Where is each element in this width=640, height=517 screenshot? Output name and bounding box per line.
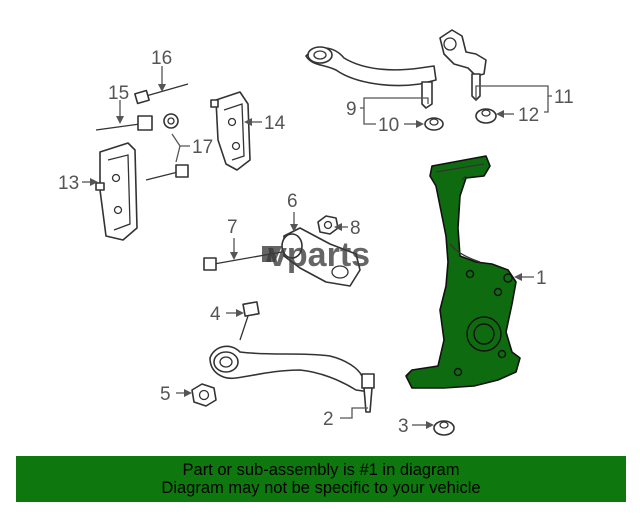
callout-12: 12 xyxy=(518,105,539,126)
part-4-bolt xyxy=(239,301,260,341)
callout-15: 15 xyxy=(108,83,129,104)
callout-6: 6 xyxy=(287,191,298,212)
part-17-bolt xyxy=(145,164,189,181)
callout-3: 3 xyxy=(398,416,409,437)
callout-13: 13 xyxy=(58,173,79,194)
part-10-nut xyxy=(424,117,444,131)
part-16-bolt xyxy=(134,83,189,105)
part-5-lower-arm xyxy=(209,345,373,393)
part-5-nut xyxy=(191,383,217,407)
watermark-logo: vparts xyxy=(262,236,370,274)
part-3-nut xyxy=(433,420,455,436)
callout-8: 8 xyxy=(350,218,361,239)
part-12-nut xyxy=(475,108,497,124)
part-1-steering-knuckle[interactable] xyxy=(405,155,521,389)
callout-14: 14 xyxy=(264,113,286,134)
callout-5: 5 xyxy=(160,384,171,405)
callout-1: 1 xyxy=(536,268,547,289)
part-9-upper-arm xyxy=(305,46,437,109)
part-8-nut xyxy=(317,215,339,235)
callout-16: 16 xyxy=(151,48,172,69)
leader-lines xyxy=(82,66,552,429)
callout-4: 4 xyxy=(210,304,221,325)
callout-9: 9 xyxy=(346,99,357,120)
callout-11: 11 xyxy=(554,87,574,108)
callout-7: 7 xyxy=(227,217,238,238)
callout-10: 10 xyxy=(378,115,399,136)
watermark-text: vparts xyxy=(268,236,370,274)
part-13-bracket xyxy=(95,142,138,241)
part-11-upper-arm xyxy=(439,29,487,101)
part-17-nut xyxy=(163,113,179,129)
part-15-bolt xyxy=(95,115,153,131)
info-banner: Part or sub-assembly is #1 in diagram Di… xyxy=(16,456,626,502)
callout-17: 17 xyxy=(192,137,213,158)
part-2-ball-joint xyxy=(361,373,375,413)
callout-2: 2 xyxy=(323,409,334,430)
banner-line-2: Diagram may not be specific to your vehi… xyxy=(161,479,481,497)
part-6-bushing xyxy=(281,227,361,287)
banner-line-1: Part or sub-assembly is #1 in diagram xyxy=(182,461,460,479)
part-14-bracket xyxy=(210,91,251,171)
